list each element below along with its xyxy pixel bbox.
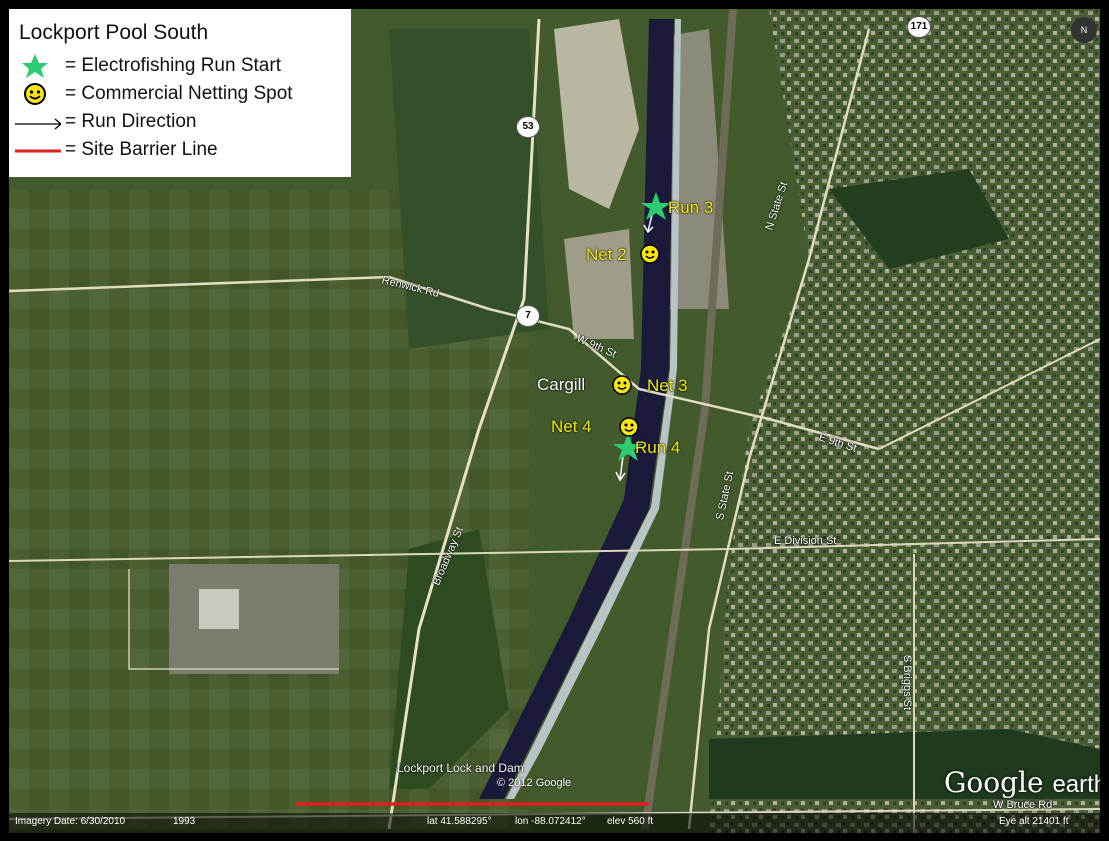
forest-south: [709, 729, 1100, 799]
complex-southwest: [169, 564, 339, 674]
building: [199, 589, 239, 629]
railroad: [641, 9, 737, 829]
road-renwick-9th: [9, 275, 880, 451]
highway-shield-7: 7: [516, 305, 540, 327]
wetland-north: [389, 29, 549, 349]
star-icon: [22, 54, 48, 78]
eye-altitude-readout: Eye alt 21401 ft: [999, 816, 1069, 827]
map-legend: Lockport Pool South = Electrofishing Run…: [9, 9, 351, 177]
legend-item-run-start: = Electrofishing Run Start: [13, 53, 351, 79]
net-4-smiley-icon: [619, 417, 639, 437]
historical-imagery-year[interactable]: 1993: [173, 816, 196, 827]
imagery-date: Imagery Date: 6/30/2010: [15, 816, 126, 827]
run-4-star-icon: [613, 433, 643, 461]
latitude-readout: lat 41.588295°: [427, 816, 492, 827]
satellite-map[interactable]: [9, 9, 1100, 833]
google-earth-logo: Google earth: [944, 766, 1108, 799]
road-local: [128, 569, 339, 670]
cargill-label: Cargill: [537, 375, 586, 394]
town-lockport: [709, 9, 1100, 833]
run-direction-arrow-4: [615, 455, 626, 482]
highway-shield-171: 171: [907, 16, 931, 38]
compass-icon[interactable]: N: [1071, 17, 1097, 43]
label-lock-and-dam: Lockport Lock and Dam: [397, 761, 524, 775]
forest-north: [829, 169, 1009, 269]
legend-title: Lockport Pool South: [19, 21, 209, 44]
road-division: [9, 538, 1100, 562]
legend-item-netting: = Commercial Netting Spot: [13, 81, 351, 107]
legend-item-direction: = Run Direction: [13, 109, 351, 135]
run-direction-arrow-3: [643, 214, 654, 234]
wetland-south: [389, 529, 509, 789]
run-3-star-icon: [641, 192, 671, 220]
road-broadway: [387, 18, 541, 830]
smiley-icon: [24, 83, 46, 105]
copyright-text: © 2012 Google: [497, 777, 572, 789]
road-northeast: [878, 338, 1100, 450]
highway-shield-53: 53: [516, 116, 540, 138]
status-bar: Imagery Date: 6/30/2010 1993 lat 41.5882…: [9, 813, 1100, 833]
road-label-briggs: S Briggs St: [901, 655, 913, 711]
red-line-icon: [15, 149, 61, 153]
road-label-bruce: W Bruce Rd: [993, 799, 1053, 811]
net-2-label: Net 2: [586, 245, 627, 264]
arrow-right-icon: [15, 118, 61, 130]
elevation-readout: elev 560 ft: [607, 816, 654, 827]
canal: [479, 19, 674, 799]
canal-bank: [506, 19, 681, 799]
road-state: [687, 28, 871, 830]
run-3-label: Run 3: [668, 198, 714, 217]
net-3-label: Net 3: [647, 376, 688, 395]
quarry-south: [564, 229, 634, 339]
net-2-smiley-icon: [640, 244, 660, 264]
quarry-north: [554, 19, 639, 209]
road-label-division: E Division St: [774, 535, 837, 547]
net-4-label: Net 4: [551, 417, 592, 436]
longitude-readout: lon -88.072412°: [515, 816, 586, 827]
cargill-smiley-icon: [612, 375, 632, 395]
legend-item-barrier: = Site Barrier Line: [13, 137, 351, 163]
run-4-label: Run 4: [635, 438, 681, 457]
